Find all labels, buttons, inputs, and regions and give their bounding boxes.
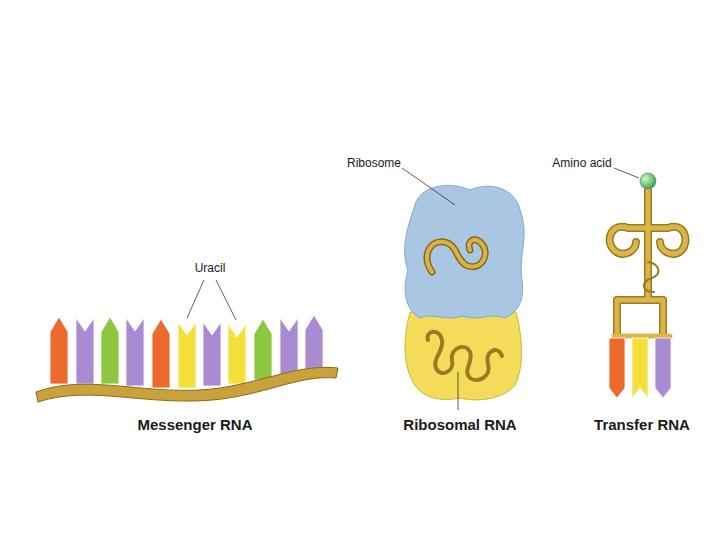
ribosomal-rna-strand [427, 240, 485, 272]
amino-acid-ball [640, 173, 656, 189]
leader-line [187, 280, 204, 318]
leader-lines [187, 168, 639, 410]
uracil-base [228, 324, 246, 384]
caption: Messenger RNA [137, 416, 252, 433]
trna-base-orange [609, 338, 625, 398]
leader-line [216, 280, 236, 320]
mrna-backbone [36, 367, 338, 402]
base-orange [152, 319, 170, 388]
leader-line [614, 168, 639, 178]
caption: Ribosomal RNA [403, 416, 516, 433]
base-purple [203, 322, 221, 386]
base-purple [280, 318, 298, 376]
base-orange [50, 317, 68, 384]
trna-strand [610, 190, 686, 336]
part-label: Ribosome [347, 157, 401, 171]
base-purple [305, 315, 323, 374]
base-purple [126, 318, 144, 386]
base-purple [76, 318, 94, 384]
trna-loop [644, 262, 658, 292]
ribosomal-rna-strand [428, 332, 502, 380]
base-green [101, 317, 119, 384]
trna-body [610, 190, 686, 336]
ribosome-large-subunit [405, 185, 524, 318]
trna-base-purple [655, 338, 671, 398]
part-label: Amino acid [552, 157, 611, 171]
uracil-base [178, 322, 196, 388]
ribosomal-rna-strand [427, 240, 485, 272]
caption: Transfer RNA [594, 416, 690, 433]
trna-base-yellow [632, 338, 648, 398]
leader-line [458, 372, 459, 410]
base-green [254, 319, 272, 380]
trna-outline [610, 190, 686, 336]
part-label: Uracil [195, 262, 226, 276]
ribosome-small-subunit [405, 312, 522, 400]
leader-line [402, 168, 455, 205]
